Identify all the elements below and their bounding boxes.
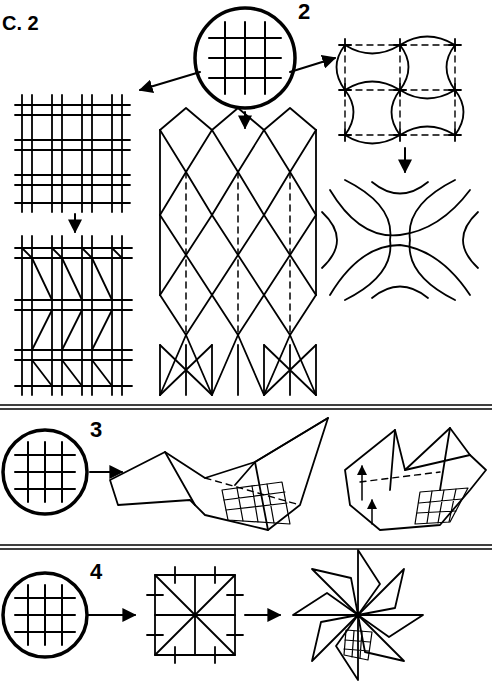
callout-number-holder: 3 (90, 418, 102, 442)
figure-label: C. 2 (2, 12, 39, 34)
crease-square (147, 567, 243, 663)
braced-grid (15, 236, 132, 395)
square-grid (15, 95, 130, 212)
section-divider (0, 405, 492, 549)
callout-number: 2 (298, 0, 310, 24)
grid-circle (195, 8, 295, 108)
callout-number-holder: 2 (298, 0, 310, 24)
folding-lattice (160, 108, 316, 395)
folded-sheet (110, 418, 328, 530)
callout-number: 4 (90, 560, 102, 584)
pinwheel-fold (293, 550, 423, 680)
flow-arrow (75, 58, 405, 615)
figure-label-holder: C. 2 (2, 12, 39, 34)
callout-number: 3 (90, 418, 102, 442)
grid-circle (3, 573, 87, 657)
grid-circle (3, 430, 87, 514)
folded-sheet (345, 428, 486, 530)
callout-number-holder: 4 (90, 560, 102, 584)
arc-pattern (322, 180, 478, 300)
curved-grid (337, 37, 464, 144)
